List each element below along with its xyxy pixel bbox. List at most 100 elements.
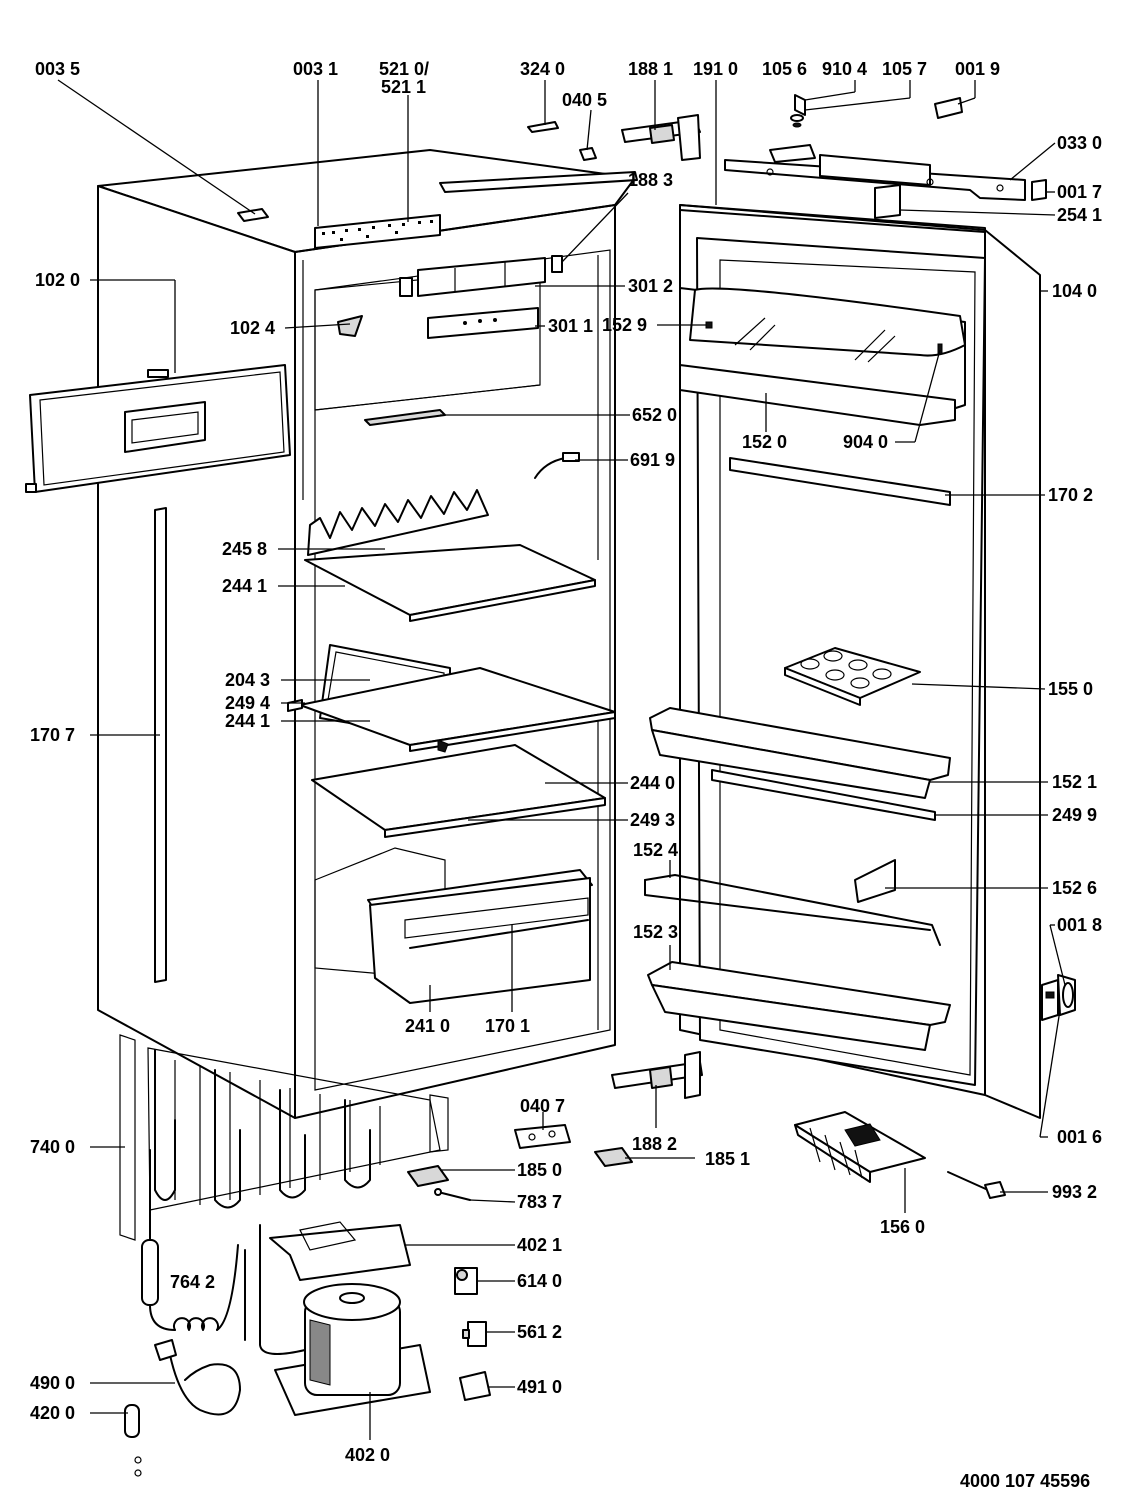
part-301-1-display [427,307,539,339]
part-170-2-trim-strip [729,457,951,506]
label-152-3: 152 3 [633,922,678,942]
part-245-8-bottle-rack [307,489,489,556]
label-402-1: 402 1 [517,1235,562,1255]
label-254-1: 254 1 [1057,205,1102,225]
label-040-5: 040 5 [562,90,607,110]
label-188-2: 188 2 [632,1134,677,1154]
part-001-6-hinge-plate [1041,979,1059,1021]
label-244-0: 244 0 [630,773,675,793]
part-402-1-console [269,1221,411,1281]
part-001-9-cap [934,97,963,119]
part-244-1-upper-shelf [304,544,596,622]
part-691-9-sensor [534,452,580,479]
label-491-0: 491 0 [517,1377,562,1397]
part-244-1-lower-shelf [287,667,616,753]
label-249-4: 249 4 [225,693,270,713]
part-152-9-compartment-lid [689,287,966,363]
label-740-0: 740 0 [30,1137,75,1157]
part-105-6-screw [790,94,806,128]
label-185-0: 185 0 [517,1160,562,1180]
part-102-4-clip [337,315,363,337]
part-420-0-capacitor [124,1404,142,1477]
label-156-0: 156 0 [880,1217,925,1237]
label-691-9: 691 9 [630,450,675,470]
part-185-0-hinge-cover [407,1165,449,1187]
label-033-0: 033 0 [1057,133,1102,153]
part-001-8-hinge-pin [1057,974,1076,1016]
part-156-0-ice-tray [794,1111,926,1183]
label-152-6: 152 6 [1052,878,1097,898]
label-191-0: 191 0 [693,59,738,79]
part-033-0-mounting-bracket [724,144,1026,201]
label-904-0: 904 0 [843,432,888,452]
label-420-0: 420 0 [30,1403,75,1423]
label-188-3: 188 3 [628,170,673,190]
part-490-0-mains-cable [154,1339,241,1416]
label-241-0: 241 0 [405,1016,450,1036]
part-244-0-glass-shelf [311,744,606,838]
label-040-7: 040 7 [520,1096,565,1116]
label-614-0: 614 0 [517,1271,562,1291]
part-614-0-relay [454,1267,478,1295]
part-040-5-plug [579,147,597,161]
label-003-1: 003 1 [293,59,338,79]
part-188-2-lower-hinge [611,1051,703,1099]
document-number: 4000 107 45596 [960,1471,1090,1491]
part-152-6-divider [854,859,896,903]
label-521-1: 521 1 [381,77,426,97]
label-910-4: 910 4 [822,59,867,79]
label-244-1-lower: 244 1 [225,711,270,731]
label-324-0: 324 0 [520,59,565,79]
part-152-1-door-bin [649,707,951,799]
part-652-0-lamp-cover [364,409,446,426]
label-561-2: 561 2 [517,1322,562,1342]
label-152-4: 152 4 [633,840,678,860]
part-324-0-spacer [527,121,559,133]
label-170-1: 170 1 [485,1016,530,1036]
label-001-8: 001 8 [1057,915,1102,935]
part-402-0-compressor [244,1224,431,1416]
label-652-0: 652 0 [632,405,677,425]
part-152-3-bottle-bin [647,961,951,1051]
part-102-0-freezer-flap [25,364,291,493]
part-491-0-cover [459,1371,491,1401]
label-105-6: 105 6 [762,59,807,79]
part-764-2-thermostat-capillary [141,1149,239,1331]
label-521-0: 521 0/ [379,59,429,79]
label-170-2: 170 2 [1048,485,1093,505]
label-783-7: 783 7 [517,1192,562,1212]
part-993-2-tool [947,1171,1006,1199]
part-188-1-upper-hinge [621,114,701,161]
part-783-7-pin [434,1188,471,1201]
part-521-control-panel [237,208,441,249]
label-204-3: 204 3 [225,670,270,690]
label-490-0: 490 0 [30,1373,75,1393]
part-labels: 003 5 003 1 521 0/ 521 1 324 0 040 5 188… [30,59,1102,1491]
label-104-0: 104 0 [1052,281,1097,301]
part-254-1-latch [874,184,901,219]
label-244-1-upper: 244 1 [222,576,267,596]
label-402-0: 402 0 [345,1445,390,1465]
part-040-7-plate [514,1124,571,1149]
leader-lines [57,79,1066,1440]
label-301-1: 301 1 [548,316,593,336]
part-301-2-housing [399,255,563,297]
part-185-1-hinge-cover [594,1147,633,1167]
part-561-2-overload [462,1321,487,1347]
part-152-4-bottle-retainer [644,874,941,946]
part-001-7-clip [1031,179,1047,201]
label-152-0: 152 0 [742,432,787,452]
label-249-3: 249 3 [630,810,675,830]
label-764-2: 764 2 [170,1272,215,1292]
label-152-9: 152 9 [602,315,647,335]
label-102-0: 102 0 [35,270,80,290]
label-301-2: 301 2 [628,276,673,296]
part-740-0-condenser [119,1034,449,1241]
label-170-7: 170 7 [30,725,75,745]
label-003-5: 003 5 [35,59,80,79]
label-155-0: 155 0 [1048,679,1093,699]
label-105-7: 105 7 [882,59,927,79]
label-993-2: 993 2 [1052,1182,1097,1202]
part-904-0-label [937,343,943,355]
